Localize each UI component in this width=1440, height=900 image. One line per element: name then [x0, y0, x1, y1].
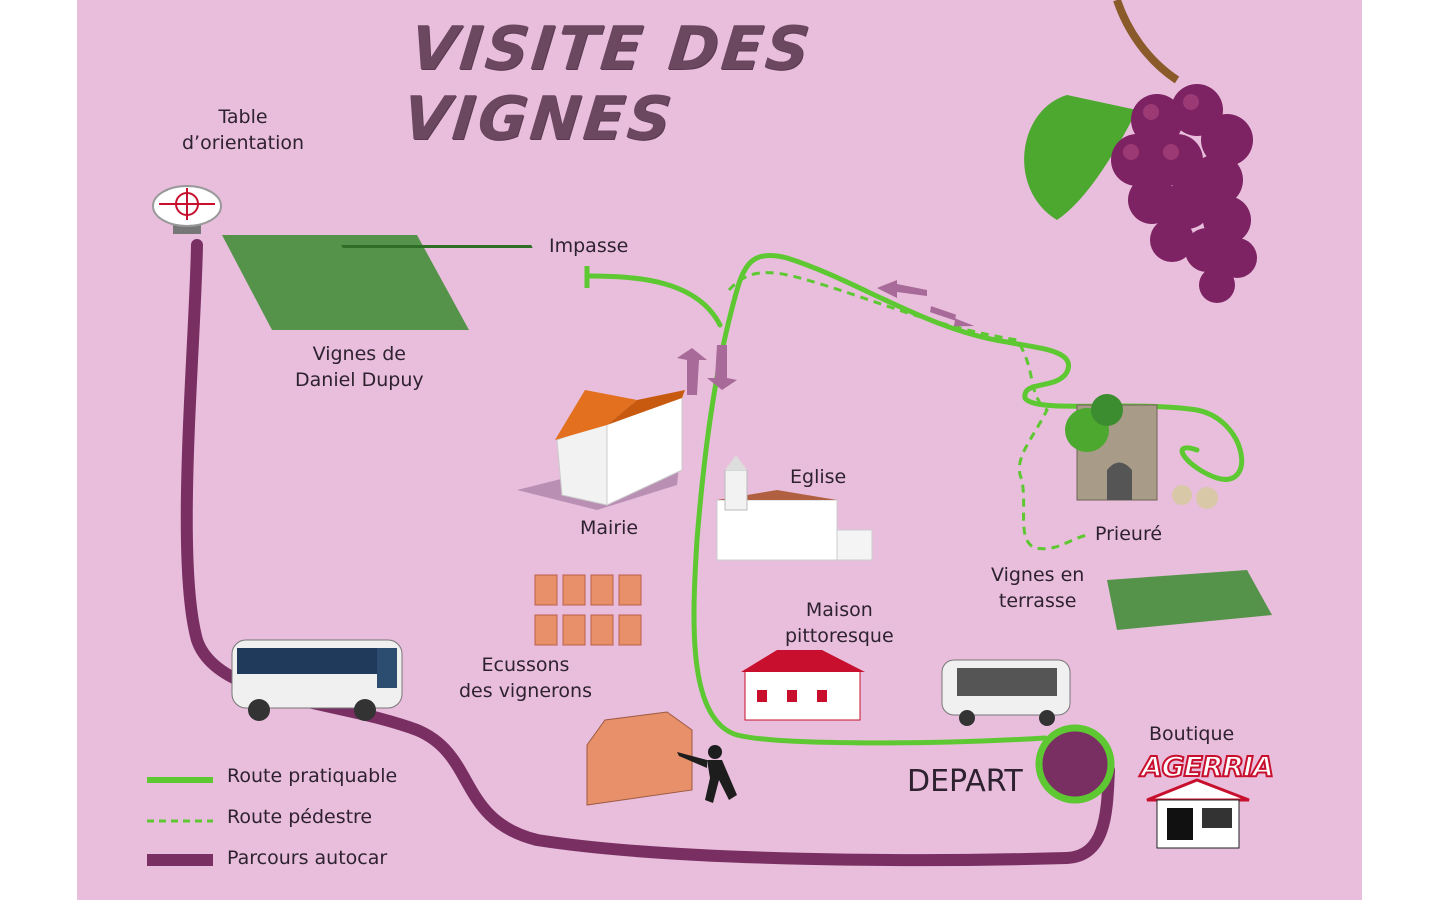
shop-logo: AGERRIA	[1140, 749, 1275, 784]
label-line: Daniel Dupuy	[295, 369, 424, 391]
label-line: Maison	[805, 599, 873, 621]
label-maison: Maison pittoresque	[785, 597, 894, 649]
label-line: Prieuré	[1095, 523, 1163, 545]
label-mairie: Mairie	[580, 515, 638, 541]
legend-label: Parcours autocar	[227, 847, 388, 869]
label-line: Ecussons	[481, 654, 570, 676]
label-line: des vignerons	[459, 680, 592, 702]
label-line: Impasse	[549, 235, 629, 257]
pedestrian-road	[727, 271, 1088, 551]
label-line: pittoresque	[785, 625, 894, 647]
label-vignes-dupuy: Vignes de Daniel Dupuy	[295, 341, 424, 393]
church-icon	[716, 455, 873, 561]
label-line: Boutique	[1149, 723, 1235, 745]
label-ecussons: Ecussons des vignerons	[459, 652, 592, 704]
label-depart: DEPART	[907, 764, 1023, 799]
legend-swatch-thick	[147, 854, 213, 866]
label-table-orientation: Table d’orientation	[182, 104, 304, 156]
fronton-icon	[586, 711, 693, 806]
pelota-player-icon	[677, 745, 737, 803]
label-eglise: Eglise	[790, 464, 846, 490]
routes-layer	[180, 239, 1245, 867]
label-line: d’orientation	[182, 132, 305, 154]
legend-swatch-solid	[147, 777, 213, 783]
label-impasse: Impasse	[549, 233, 628, 259]
legend-swatch-dashed	[147, 819, 213, 823]
orientation-table-icon	[152, 185, 222, 234]
tram-icon	[941, 659, 1071, 726]
label-line: Mairie	[580, 517, 639, 539]
label-line: Vignes de	[312, 343, 406, 365]
direction-arrows	[677, 280, 975, 395]
bus-icon	[231, 639, 403, 721]
vineyard-tour-map: VISITE DES VIGNES	[77, 0, 1362, 900]
terrace-vineyard-icon	[1107, 570, 1272, 630]
bus-route	[180, 239, 1115, 867]
illustrations-layer	[152, 0, 1272, 849]
grape-icon	[1024, 0, 1257, 303]
shop-icon	[1146, 778, 1250, 849]
town-hall-icon	[517, 390, 685, 510]
label-line: Vignes en	[991, 564, 1085, 586]
basque-house-icon	[741, 650, 865, 721]
label-line: Eglise	[790, 466, 847, 488]
label-line: terrasse	[998, 590, 1077, 612]
crest-icon	[534, 574, 642, 646]
legend-label: Route pédestre	[227, 806, 373, 828]
label-boutique: Boutique	[1149, 721, 1234, 747]
label-line: Table	[218, 106, 268, 128]
legend-label: Route pratiquable	[227, 765, 398, 787]
road-main	[691, 252, 1245, 746]
vineyard-icon	[222, 235, 533, 330]
priory-ruin-icon	[1065, 394, 1218, 509]
departure-point	[1035, 724, 1115, 804]
label-prieure: Prieuré	[1095, 521, 1162, 547]
road-impasse	[586, 273, 723, 328]
label-vignes-terrasse: Vignes en terrasse	[991, 562, 1084, 614]
